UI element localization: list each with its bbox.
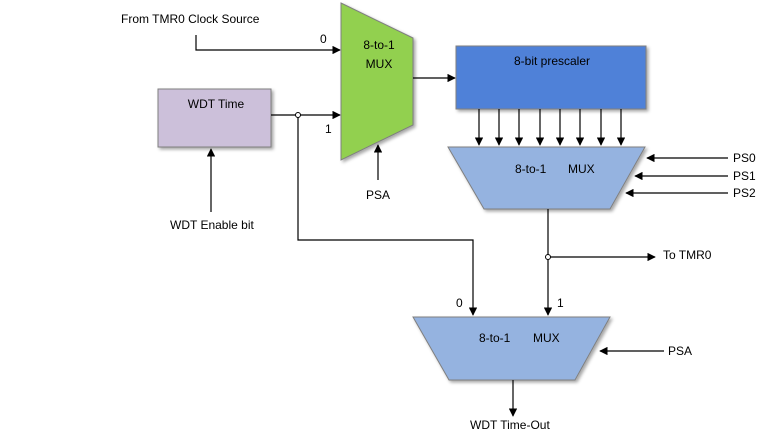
- ps1-label: PS1: [733, 169, 756, 183]
- wdt-time-label: WDT Time: [188, 97, 245, 111]
- psa-bottom-label: PSA: [668, 344, 692, 358]
- mux3-left-label: 8-to-1: [479, 331, 511, 345]
- mux2-left-label: 8-to-1: [515, 162, 547, 176]
- psa-top-label: PSA: [366, 188, 390, 202]
- prescaler-outputs: [474, 109, 626, 146]
- mux3-right-label: MUX: [533, 331, 560, 345]
- mux2-right-label: MUX: [568, 162, 595, 176]
- wdt-timeout-label: WDT Time-Out: [470, 418, 550, 432]
- ps0-label: PS0: [733, 151, 756, 165]
- wdt-junction-dot: [295, 112, 301, 118]
- clock-source-label: From TMR0 Clock Source: [121, 12, 260, 26]
- mux1-input0-label: 0: [320, 32, 327, 46]
- ps2-label: PS2: [733, 186, 756, 200]
- mux3-input0-label: 0: [456, 296, 463, 310]
- mux-blue-bottom: [412, 316, 611, 381]
- mux1-input1-label: 1: [325, 122, 332, 136]
- prescaler-block: [455, 45, 647, 110]
- tmr0-junction-dot: [545, 254, 551, 260]
- mux-green-top: [340, 2, 414, 161]
- wdt-enable-label: WDT Enable bit: [170, 218, 254, 232]
- clock-source-wire: [195, 35, 341, 55]
- wdt-branch-wire: [297, 117, 478, 316]
- mux-blue-middle: [447, 146, 646, 210]
- prescaler-label: 8-bit prescaler: [514, 54, 590, 68]
- to-tmr0-label: To TMR0: [663, 248, 712, 262]
- wdt-time-block: [157, 88, 272, 148]
- mux1-label-line1: 8-to-1: [363, 38, 395, 52]
- mux1-label-line2: MUX: [366, 57, 393, 71]
- mux3-input1-label: 1: [557, 296, 564, 310]
